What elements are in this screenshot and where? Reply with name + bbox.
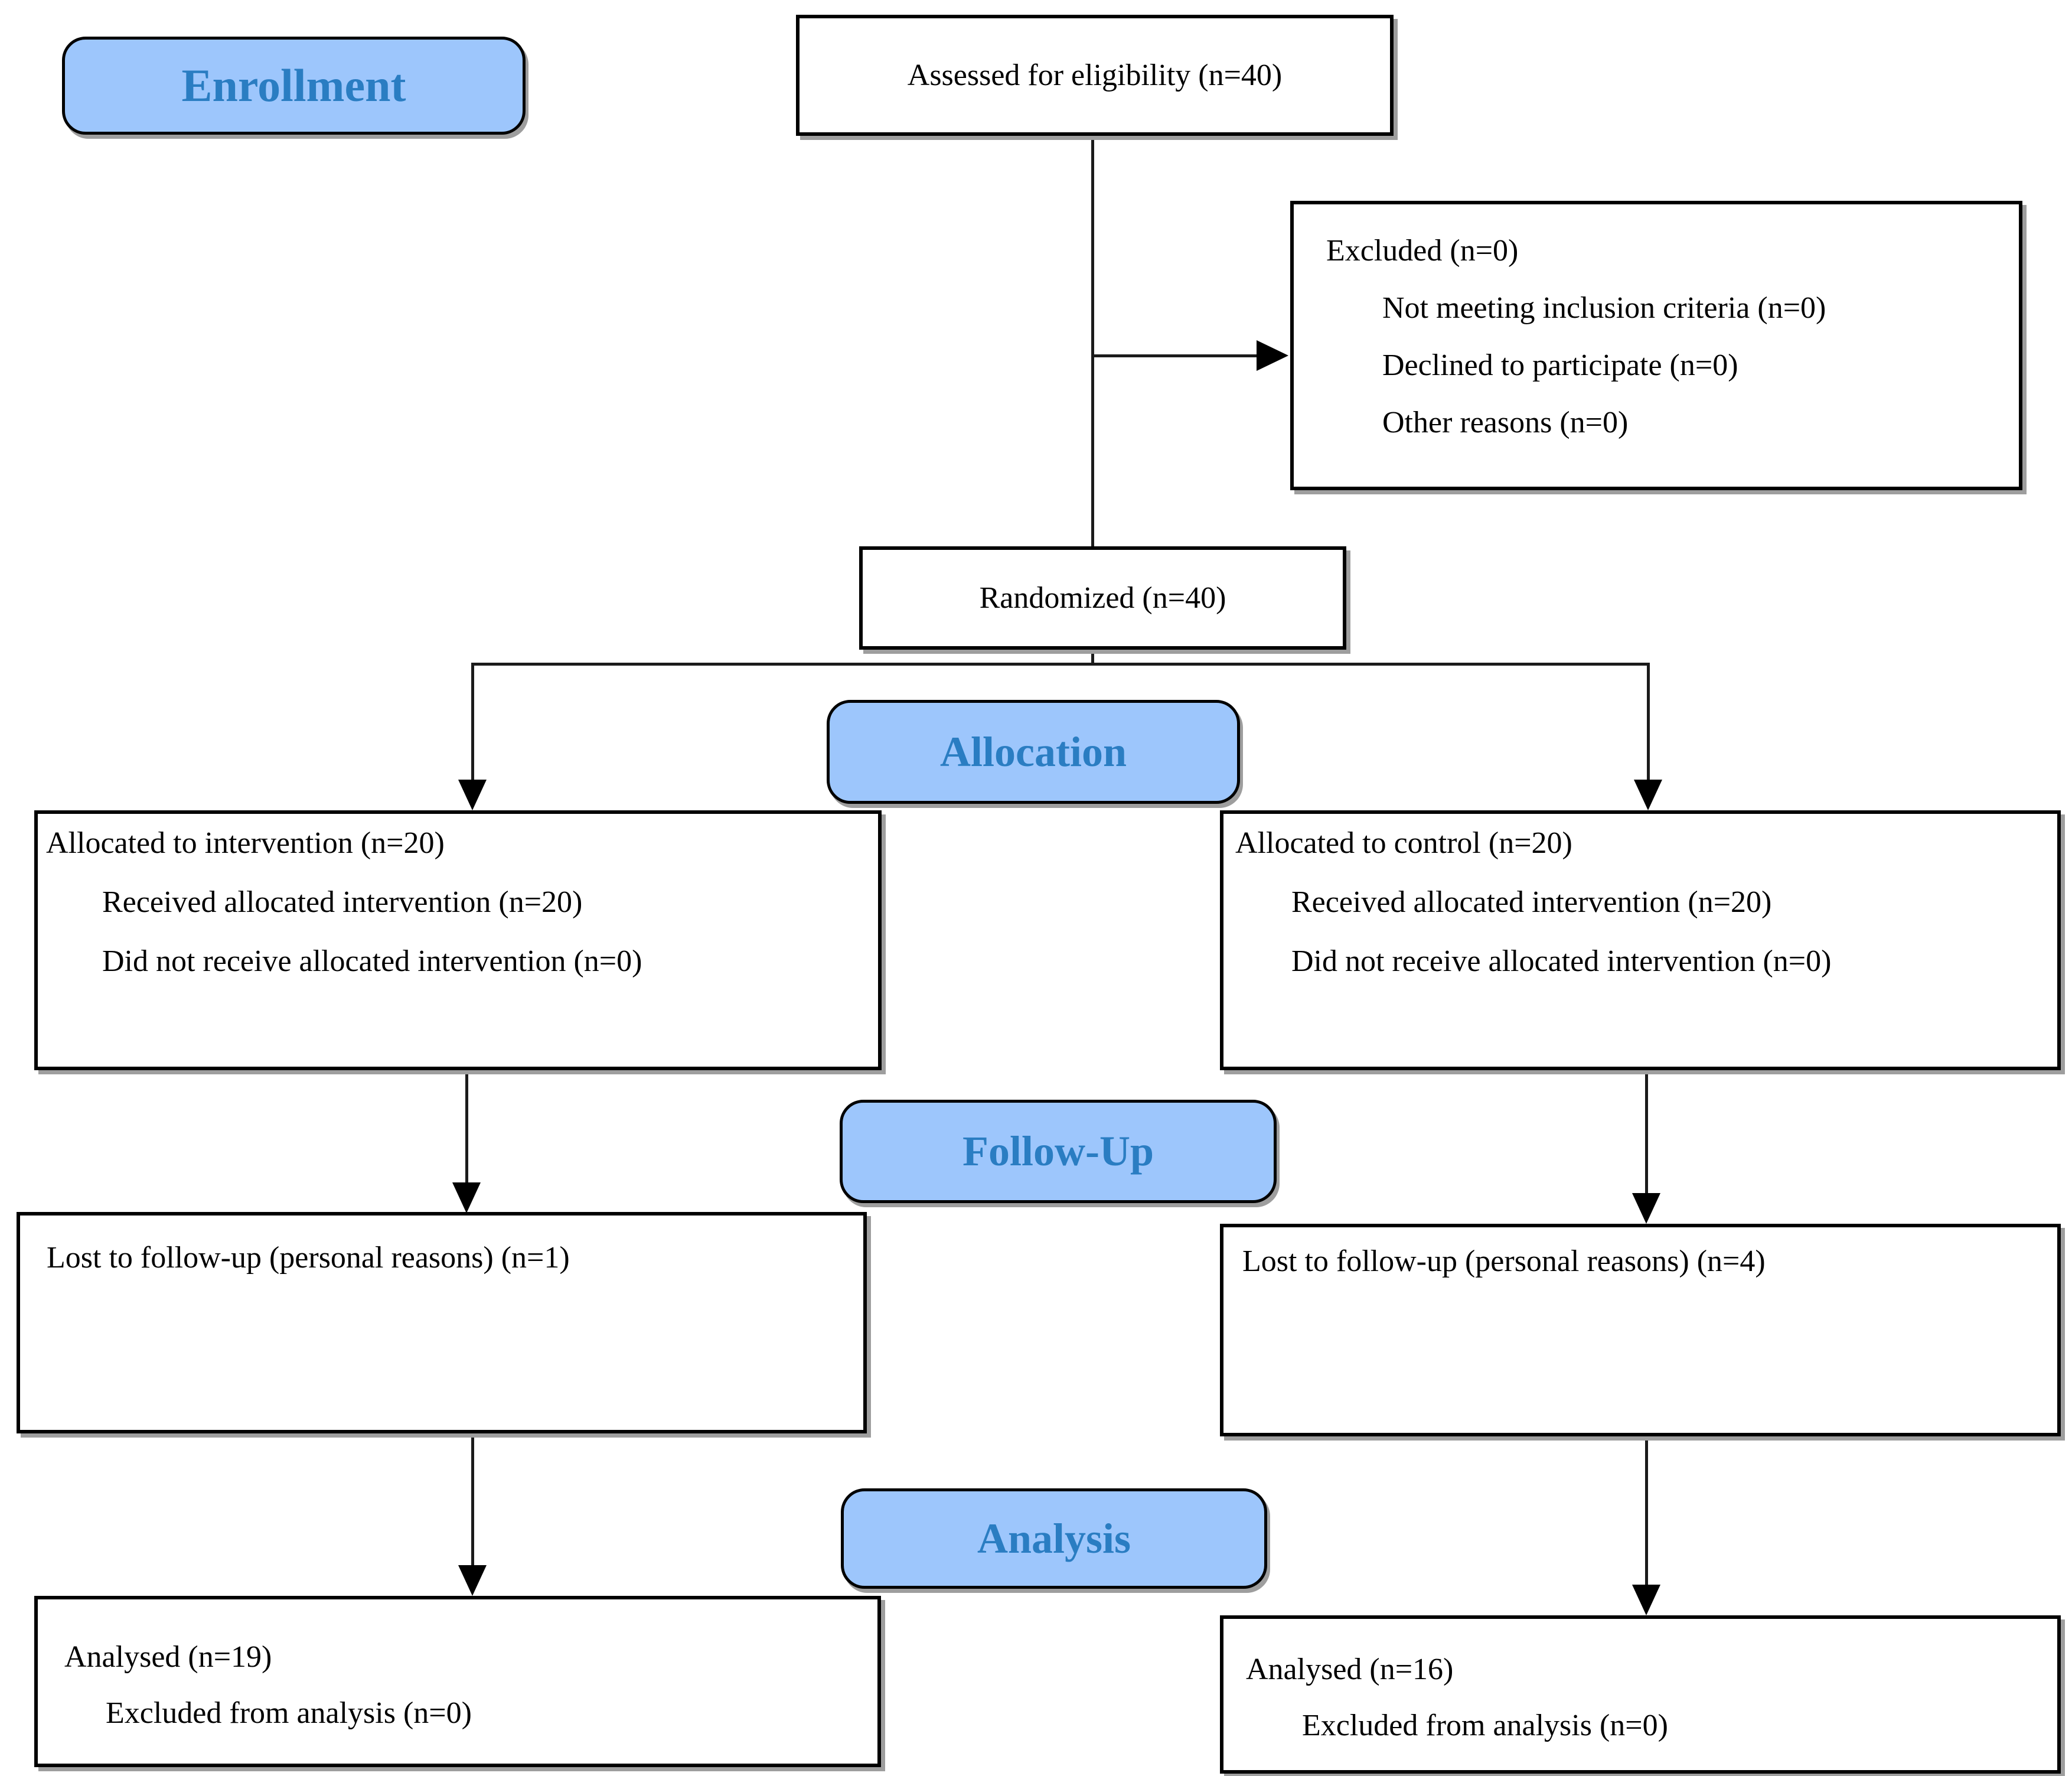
allocated-control-line: Allocated to control (n=20) (1235, 826, 1572, 860)
analysed-control-box: Analysed (n=16) Excluded from analysis (… (1220, 1615, 2061, 1774)
lost-followup-intervention-box: Lost to follow-up (personal reasons) (n=… (17, 1212, 867, 1433)
allocation-stage-label: Allocation (940, 728, 1127, 775)
followup-left-arrowhead-icon (452, 1182, 481, 1213)
allocated-intervention-box: Allocated to intervention (n=20) Receive… (34, 810, 882, 1070)
connector-intervention-analysis (471, 1433, 474, 1566)
randomized-text: Randomized (n=40) (979, 581, 1226, 615)
analysis-right-arrowhead-icon (1632, 1585, 1660, 1615)
connector-randomized-stub (1091, 650, 1094, 664)
assessed-eligibility-box: Assessed for eligibility (n=40) (796, 15, 1394, 136)
allocation-right-arrowhead-icon (1634, 780, 1662, 810)
connector-control-followup (1645, 1070, 1648, 1194)
followup-stage-badge: Follow-Up (840, 1100, 1277, 1203)
randomized-box: Randomized (n=40) (859, 546, 1346, 650)
excluded-line: Not meeting inclusion criteria (n=0) (1382, 291, 1826, 325)
lost-followup-control-box: Lost to follow-up (personal reasons) (n=… (1220, 1224, 2061, 1436)
excluded-line: Declined to participate (n=0) (1382, 348, 1738, 382)
allocated-control-box: Allocated to control (n=20) Received all… (1220, 810, 2061, 1070)
connector-excluded (1091, 354, 1258, 357)
analysed-intervention-box: Analysed (n=19) Excluded from analysis (… (34, 1596, 881, 1767)
analysed-intervention-line: Excluded from analysis (n=0) (106, 1696, 472, 1730)
excluded-line: Excluded (n=0) (1326, 234, 1519, 268)
allocation-left-arrowhead-icon (458, 780, 487, 810)
allocated-control-line: Did not receive allocated intervention (… (1291, 944, 1832, 978)
allocated-intervention-line: Did not receive allocated intervention (… (102, 944, 642, 978)
connector-branch-horizontal (471, 663, 1650, 666)
analysis-left-arrowhead-icon (458, 1565, 487, 1596)
analysis-stage-badge: Analysis (841, 1488, 1267, 1589)
assessed-eligibility-text: Assessed for eligibility (n=40) (907, 58, 1283, 92)
connector-branch-left (471, 663, 474, 781)
connector-control-analysis (1645, 1436, 1648, 1586)
connector-intervention-followup (465, 1070, 468, 1184)
followup-stage-label: Follow-Up (962, 1127, 1154, 1175)
enrollment-stage-label: Enrollment (181, 60, 406, 111)
connector-branch-right (1647, 663, 1650, 781)
enrollment-stage-badge: Enrollment (62, 37, 526, 135)
analysed-control-line: Excluded from analysis (n=0) (1302, 1709, 1668, 1742)
allocated-control-line: Received allocated intervention (n=20) (1291, 885, 1772, 919)
lost-followup-control-text: Lost to follow-up (personal reasons) (n=… (1242, 1244, 1766, 1278)
allocated-intervention-line: Received allocated intervention (n=20) (102, 885, 583, 919)
analysis-stage-label: Analysis (977, 1514, 1131, 1562)
followup-right-arrowhead-icon (1632, 1193, 1660, 1224)
excluded-line: Other reasons (n=0) (1382, 406, 1629, 439)
excluded-box: Excluded (n=0) Not meeting inclusion cri… (1290, 201, 2022, 490)
lost-followup-intervention-text: Lost to follow-up (personal reasons) (n=… (47, 1241, 570, 1275)
allocated-intervention-line: Allocated to intervention (n=20) (46, 826, 445, 860)
connector-assessed-randomized (1091, 136, 1094, 546)
analysed-intervention-line: Analysed (n=19) (64, 1640, 272, 1674)
analysed-control-line: Analysed (n=16) (1246, 1653, 1454, 1686)
allocation-stage-badge: Allocation (827, 700, 1240, 804)
excluded-arrowhead-icon (1257, 340, 1288, 371)
